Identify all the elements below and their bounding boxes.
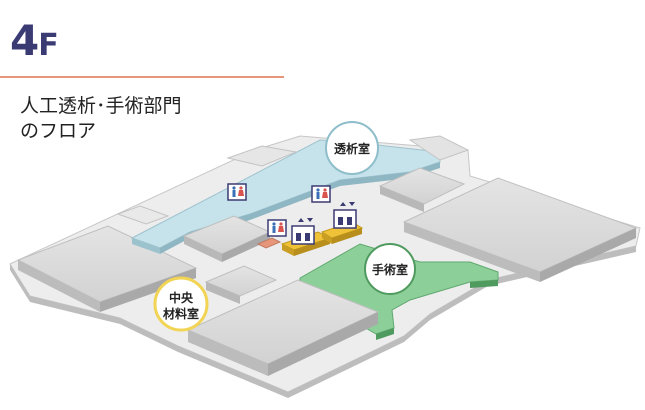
header-divider bbox=[0, 76, 284, 78]
north-blocks bbox=[226, 135, 470, 212]
east-wing-block bbox=[402, 177, 638, 282]
restroom-icon bbox=[227, 183, 247, 201]
dialysis-room-label: 透析室 bbox=[334, 141, 370, 156]
elevator-icon bbox=[333, 202, 357, 229]
central-supply-label-line1: 中央 bbox=[169, 290, 194, 305]
central-supply-room-marker: 中央 材料室 bbox=[153, 276, 209, 332]
surgery-room-label: 手術室 bbox=[372, 262, 408, 277]
floor-suffix: F bbox=[38, 28, 58, 63]
floor-description-line1: 人工透析･手術部門 bbox=[20, 95, 182, 117]
floor-description: 人工透析･手術部門 のフロア bbox=[20, 94, 182, 144]
floor-number: 4 bbox=[10, 16, 39, 65]
elevator-icon bbox=[291, 218, 315, 245]
floor-description-line2: のフロア bbox=[20, 120, 97, 142]
south-wing-block bbox=[186, 279, 380, 376]
restroom-icon bbox=[267, 219, 287, 237]
center-blocks bbox=[182, 215, 278, 304]
upper-left-block bbox=[116, 205, 170, 225]
restroom-icon bbox=[311, 185, 331, 203]
central-supply-label-line2: 材料室 bbox=[162, 306, 199, 321]
dialysis-room-marker: 透析室 bbox=[325, 121, 379, 175]
surgery-room-marker: 手術室 bbox=[364, 243, 416, 295]
floor-label: 4F bbox=[10, 16, 59, 65]
